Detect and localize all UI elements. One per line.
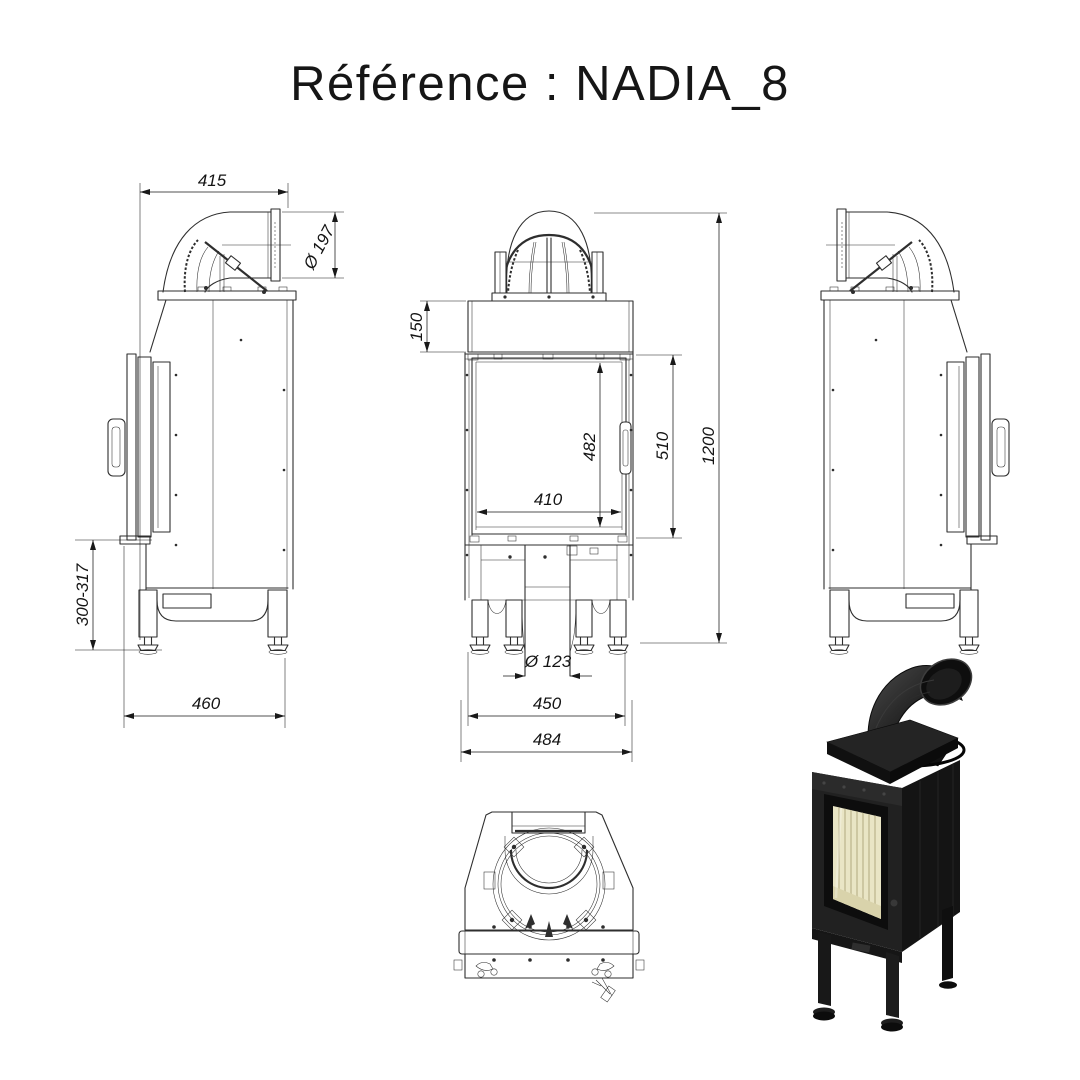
dim-flue-diameter: Ø 197: [299, 222, 338, 273]
dim-glass-width: 410: [534, 490, 563, 509]
dim-inlet-diameter: Ø 123: [524, 652, 572, 671]
dim-firebox-height: 510: [653, 431, 672, 460]
product-photo: [812, 658, 973, 1032]
dim-total-height: 1200: [699, 427, 718, 465]
top-view: [453, 811, 645, 1003]
dim-base-height: 300-317: [73, 563, 92, 626]
left-side-part: [108, 209, 296, 654]
dim-side-depth: 460: [192, 694, 221, 713]
right-side-view: [821, 209, 1009, 654]
front-view: 150 482 410 510 1200 Ø 123 450: [407, 210, 727, 762]
page-title: Référence : NADIA_8: [290, 57, 790, 111]
left-side-view: 415 Ø 197 300-317 460: [73, 171, 344, 728]
dim-glass-height: 482: [580, 432, 599, 461]
dim-inner-width: 450: [533, 694, 562, 713]
dim-side-top-width: 415: [198, 171, 227, 190]
dim-total-width: 484: [533, 730, 561, 749]
dim-hood-height: 150: [407, 312, 426, 341]
